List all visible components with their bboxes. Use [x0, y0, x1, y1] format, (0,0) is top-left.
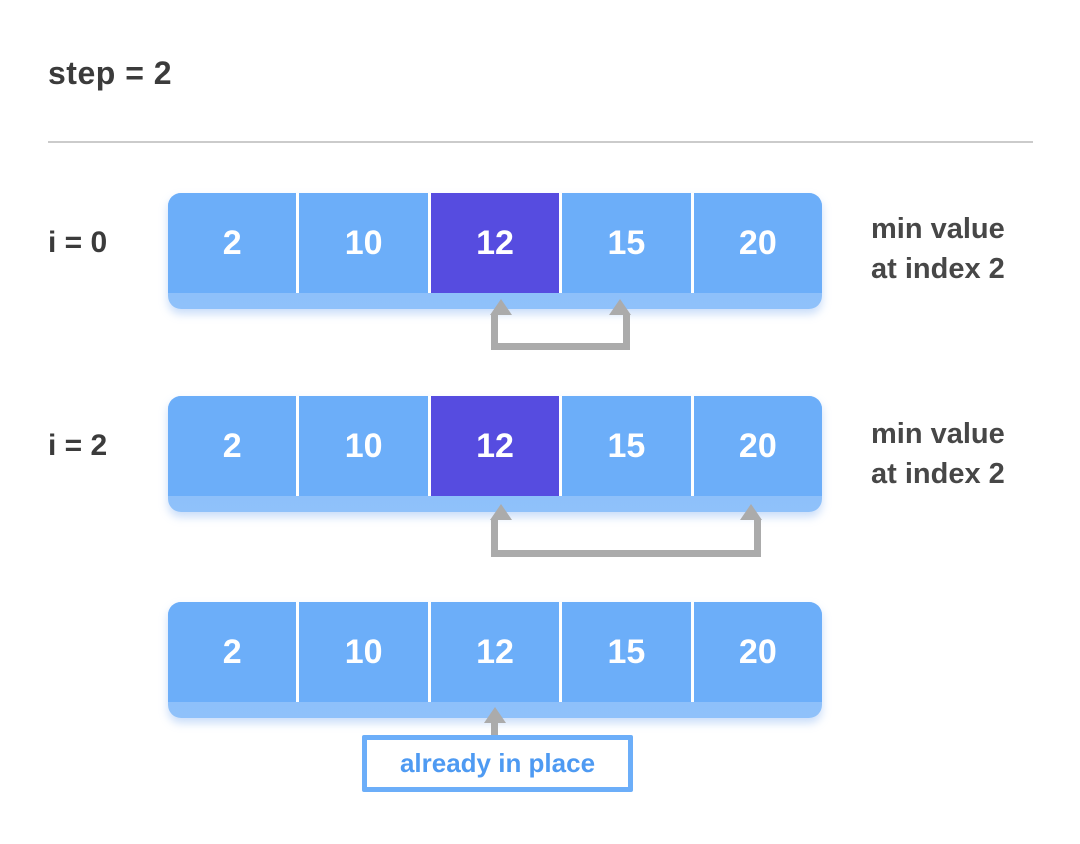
- annotation-line: min value: [871, 418, 1005, 450]
- up-arrow-icon: [490, 299, 512, 315]
- array-cell: 12: [430, 602, 563, 702]
- array-cells: 2 10 12 15 20: [168, 602, 822, 702]
- up-arrow-icon: [609, 299, 631, 315]
- array-cell: 15: [562, 193, 694, 293]
- array-cells: 2 10 12 15 20: [168, 193, 822, 293]
- array-row-1: 2 10 12 15 20: [168, 193, 822, 309]
- row-label-i2: i = 2: [48, 429, 108, 462]
- array-cell: 10: [299, 602, 431, 702]
- annotation-line: min value: [871, 213, 1005, 245]
- already-in-place-callout: already in place: [362, 735, 633, 792]
- up-arrow-icon: [490, 504, 512, 520]
- up-arrow-icon: [484, 707, 506, 723]
- up-arrow-icon: [740, 504, 762, 520]
- array-cell: 10: [299, 193, 431, 293]
- compare-bracket-2: [490, 504, 762, 557]
- array-cell: 20: [693, 193, 822, 293]
- array-cell: 10: [299, 396, 431, 496]
- divider-line: [48, 141, 1033, 143]
- annotation-min-value-1: min value at index 2: [871, 209, 1051, 289]
- annotation-line: at index 2: [871, 458, 1005, 490]
- row-label-i0: i = 0: [48, 226, 108, 259]
- array-cell: 20: [693, 602, 822, 702]
- array-cell: 15: [562, 396, 694, 496]
- annotation-line: at index 2: [871, 253, 1005, 285]
- array-cell: 15: [562, 602, 694, 702]
- annotation-min-value-2: min value at index 2: [871, 414, 1051, 494]
- array-cell-highlighted: 12: [430, 193, 563, 293]
- array-cell-highlighted: 12: [430, 396, 563, 496]
- array-cell: 2: [168, 193, 300, 293]
- array-row-2: 2 10 12 15 20: [168, 396, 822, 512]
- array-row-3: 2 10 12 15 20: [168, 602, 822, 718]
- up-arrow-stem: [491, 722, 498, 736]
- array-cells: 2 10 12 15 20: [168, 396, 822, 496]
- compare-bracket-1: [490, 299, 631, 350]
- array-cell: 2: [168, 396, 300, 496]
- array-cell: 2: [168, 602, 300, 702]
- callout-label: already in place: [399, 748, 596, 778]
- array-cell: 20: [693, 396, 822, 496]
- step-title: step = 2: [48, 55, 173, 91]
